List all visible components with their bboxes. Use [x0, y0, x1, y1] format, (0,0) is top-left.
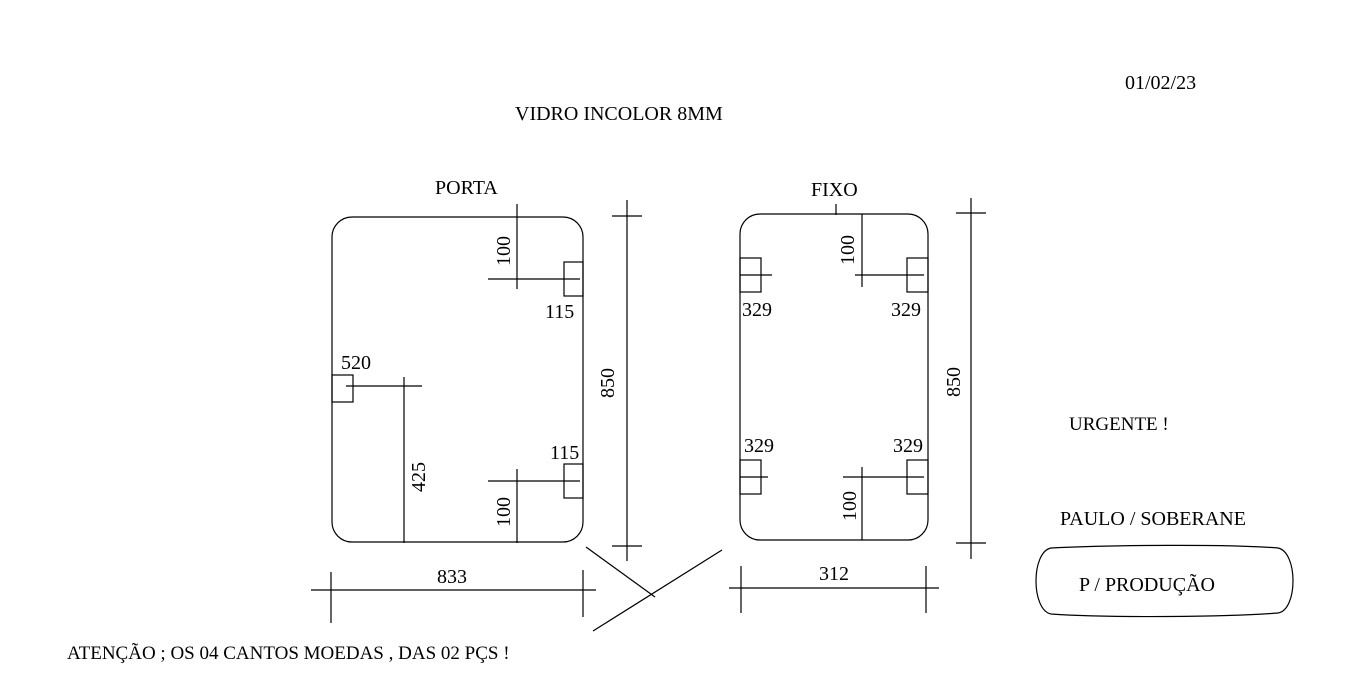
- fixo-glass-outline: [739, 213, 929, 541]
- fixo-notch-top-right-label: 329: [891, 299, 921, 321]
- urgent-note: URGENTE !: [1069, 414, 1169, 435]
- fixo-notch-top-left-label: 329: [742, 299, 772, 321]
- leader-line-a: [585, 546, 656, 598]
- porta-side-height-label: 425: [408, 462, 430, 492]
- fixo-title: FIXO: [811, 179, 858, 201]
- porta-height-label: 850: [597, 368, 619, 398]
- fixo-width-label: 312: [819, 563, 849, 585]
- fixo-height-label: 850: [943, 367, 965, 397]
- porta-title: PORTA: [435, 177, 498, 199]
- production-stamp-outline: [1035, 544, 1294, 618]
- porta-piece: PORTA 100 115 520 425 115 100 850 833: [311, 177, 642, 623]
- porta-side-notch-label: 520: [341, 352, 371, 374]
- date-label: 01/02/23: [1125, 72, 1196, 94]
- material-title: VIDRO INCOLOR 8MM: [515, 103, 723, 125]
- porta-notch-side: [331, 374, 354, 403]
- production-label: P / PRODUÇÃO: [1079, 572, 1215, 596]
- porta-top-offset-label: 100: [493, 236, 515, 266]
- client-name: PAULO / SOBERANE: [1060, 508, 1246, 530]
- fixo-top-offset-label: 100: [837, 235, 859, 265]
- fixo-notch-bottom-right-label: 329: [893, 435, 923, 457]
- fixo-bottom-offset-label: 100: [839, 491, 861, 521]
- porta-glass-outline: [331, 216, 584, 543]
- porta-bottom-offset-label: 100: [493, 497, 515, 527]
- porta-bottom-notch-label: 115: [550, 442, 579, 464]
- porta-width-label: 833: [437, 566, 467, 588]
- warning-note: ATENÇÃO ; OS 04 CANTOS MOEDAS , DAS 02 P…: [67, 642, 510, 664]
- porta-top-notch-label: 115: [545, 301, 574, 323]
- fixo-notch-bottom-left-label: 329: [744, 435, 774, 457]
- fixo-piece: FIXO 329 100 329 329 329 100 850 312: [729, 179, 986, 613]
- leader-line-b: [592, 549, 723, 632]
